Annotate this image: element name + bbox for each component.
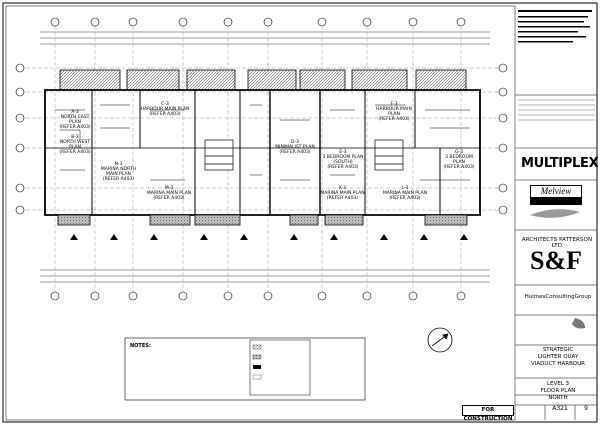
drawing-title: LEVEL 3 FLOOR PLAN NORTH (540, 381, 576, 401)
unit-label-marina-east: K-3 MARINA MAIN PLAN (REFER A403) (320, 186, 365, 201)
dimension-strings (40, 31, 490, 283)
engineer-name: HulmesConsultingGroup (524, 294, 592, 300)
revision-number: 9 (584, 405, 588, 412)
grid-bubbles-bottom (50, 291, 466, 301)
building-walls (44, 89, 481, 216)
unit-label-north-east: A-3 NORTH EAST PLAN (REFER A403) (59, 110, 91, 130)
notes-title: NOTES: (130, 343, 151, 349)
consultant-logo: S&F (530, 246, 582, 275)
unit-label-harbour-west: C-3 HARBOUR MAIN PLAN (REFER A403) (140, 102, 190, 117)
developer-logo-text: Melview (540, 186, 572, 196)
unit-label-harbour-east: F-3 HARBOUR MAIN PLAN (REFER A403) (376, 102, 412, 122)
unit-label-marina-main-west: M-3 MARINA MAIN PLAN (REFER A403) (146, 186, 192, 201)
grid-bubbles-sides (15, 63, 508, 215)
balconies-south (57, 214, 468, 226)
builder-logo: MULTIPLEX (521, 156, 599, 171)
stair-lift-cores (204, 139, 404, 171)
title-block-grid (515, 94, 597, 420)
developer-logo: Melview (530, 185, 582, 205)
unit-label-3-bedroom-east: G-3 3 BEDROOM PLAN (REFER A403) (443, 150, 475, 170)
legend-box (249, 339, 311, 396)
unit-label-north-west: B-3 NORTH WEST PLAN (REFER A403) (59, 135, 91, 155)
unit-label-3-bedroom-south: E-3 3 BEDROOM PLAN (SOUTH) (REFER A403) (322, 150, 364, 170)
unit-label-marina-north: N-3 MARINA NORTH MAIN PLAN (REFER A403) (100, 162, 137, 182)
unit-label-minimalist: D-3 MINIMALIST PLAN (REFER A403) (275, 140, 315, 155)
unit-label-marina-main-east: L-3 MARINA MAIN PLAN (REFER A403) (382, 186, 428, 201)
grid-bubbles-top (50, 17, 466, 27)
balconies-north (59, 69, 467, 91)
drawing-number: A321 (552, 405, 568, 412)
status-stamp: FOR CONSTRUCTION (462, 405, 514, 422)
consultant-logo-icon (530, 209, 585, 329)
project-name: STRATEGIC LIGHTER QUAY VIADUCT HARBOUR (531, 347, 585, 367)
section-markers (70, 234, 468, 240)
north-arrow-icon (427, 327, 453, 353)
architect-name: ARCHITECTS PATTERSON LTD (521, 237, 593, 249)
internal-partitions (55, 104, 470, 181)
notes-box (124, 337, 366, 401)
